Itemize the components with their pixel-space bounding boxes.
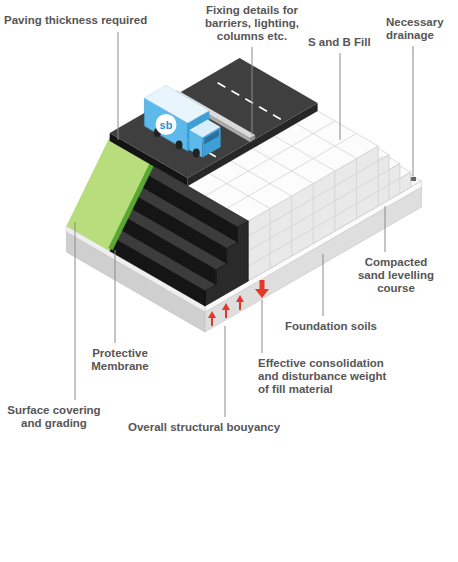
callout-label: Overall structural bouyancy — [128, 421, 328, 434]
block-joint — [253, 149, 314, 184]
weight-arrow — [255, 289, 269, 298]
block-joint — [274, 136, 335, 171]
callout-label: Protective Membrane — [86, 347, 154, 373]
truck-windscreen — [204, 130, 219, 145]
leader-line — [225, 326, 226, 417]
block-joint — [269, 209, 270, 269]
grass-edge — [111, 163, 153, 249]
block-joint — [209, 174, 270, 209]
leader-line — [252, 47, 253, 135]
callout-label: Surface covering and grading — [4, 404, 104, 430]
block-joint — [291, 196, 292, 256]
membrane-riser — [110, 236, 205, 306]
callout-label: Fixing details for barriers, lighting, c… — [192, 4, 312, 43]
leader-line — [118, 32, 119, 140]
leader-line — [413, 46, 414, 176]
force-arrows — [208, 280, 269, 326]
leader-line — [262, 300, 263, 353]
truck-wheel — [193, 149, 200, 158]
callout-label: Compacted sand levelling course — [352, 256, 440, 295]
leader-line — [75, 222, 76, 400]
weight-arrow — [260, 280, 265, 290]
buoyancy-arrow — [239, 301, 241, 310]
block-joint — [296, 124, 357, 159]
lane-marking — [212, 79, 281, 119]
callout-label: Foundation soils — [285, 320, 435, 333]
buoyancy-arrow — [225, 309, 227, 318]
block-joint — [378, 161, 379, 206]
buoyancy-arrow — [211, 317, 213, 326]
leader-line — [340, 53, 341, 140]
leader-lines — [75, 32, 413, 417]
truck-wheel — [176, 141, 183, 150]
buoyancy-arrow — [236, 295, 244, 302]
callout-label: Paving thickness required — [4, 14, 174, 27]
truck-body — [144, 86, 209, 124]
block-joint — [399, 179, 400, 194]
leader-line — [115, 250, 116, 343]
buoyancy-arrow — [208, 311, 216, 318]
leader-line — [323, 254, 324, 316]
callout-label: Effective consolidation and disturbance … — [258, 357, 393, 396]
leader-line — [385, 206, 386, 252]
block-joint — [334, 171, 335, 231]
block-joint — [356, 159, 357, 219]
callout-label: Necessary drainage — [386, 16, 454, 42]
block-joint — [389, 170, 390, 200]
callout-label: S and B Fill — [308, 36, 386, 49]
buoyancy-arrow — [222, 303, 230, 310]
block-joint — [313, 184, 314, 244]
road-surface — [110, 58, 318, 178]
embankment — [66, 58, 421, 332]
block-joint — [231, 161, 292, 196]
truck — [144, 86, 220, 158]
logo-text: sb — [154, 117, 178, 133]
